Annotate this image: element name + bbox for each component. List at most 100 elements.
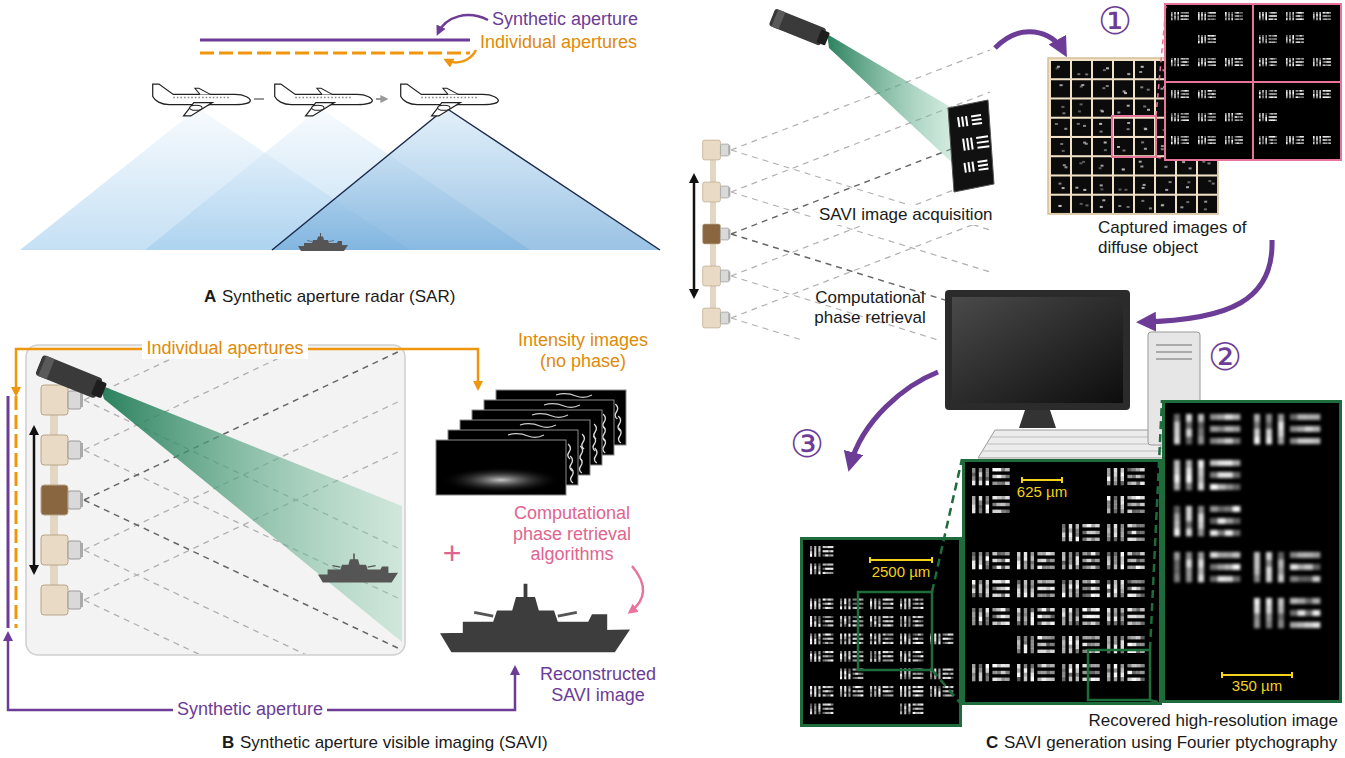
speckle-bar [1210,61,1212,63]
speckle-bar [844,671,846,674]
speckle-bar [1300,142,1302,144]
speckle-bar [979,561,982,566]
speckle-bar [1289,62,1291,64]
speckle-bar [1319,94,1321,96]
speckle-bar [1185,116,1187,118]
speckle-bar [888,690,891,692]
speckle-bar [915,686,918,688]
speckle-bar [1062,556,1065,561]
speckle-bar [972,593,975,598]
speckle-bar [1087,524,1092,527]
speckle-bar [828,634,831,636]
speckle-stroke [594,448,597,463]
speckle-bar [825,704,828,706]
speckle-bar [1319,16,1321,18]
speckle-bar [814,554,816,557]
speckle-bar [1313,16,1315,18]
speckle-bar [844,604,846,607]
speckle-bar [1259,35,1261,37]
speckle-bar [1296,142,1298,144]
grid-cell [1093,138,1112,155]
speckle-bar [1265,39,1267,41]
speckle-bar [979,500,982,505]
speckle-bar [1296,139,1298,141]
speckle-bar [1265,90,1267,92]
speckle-bar [1296,96,1298,98]
speckle-bar [1208,58,1210,60]
speckle-bar [1183,12,1185,14]
speckle-bar [900,674,902,677]
speckle-bar [814,709,816,712]
speckle-bar [1181,64,1183,66]
speckle-bar [900,704,902,707]
speckle-bar [1225,62,1227,64]
speckle-bar [915,624,918,626]
speckle-bar [1177,64,1179,66]
speckle-bar [1177,138,1179,140]
speckle-bar [1102,87,1105,89]
speckle-bar [1171,58,1173,60]
speckle-bar [1273,113,1275,115]
speckle-bar [870,659,872,662]
speckle-bar [938,689,940,692]
speckle-bar [818,571,820,574]
speckle-bar [844,676,846,679]
speckle-bar [992,566,997,569]
speckle-bar [1231,138,1233,140]
speckle-bar [1302,90,1304,92]
speckle-bar [1005,566,1010,569]
speckle-bar [908,604,910,607]
speckle-bar [825,616,828,618]
speckle-bar [1171,18,1173,20]
speckle-bar [1141,66,1144,68]
speckle-bar [1107,533,1110,538]
speckle-bar [1313,138,1315,140]
speckle-bar [878,604,880,607]
speckle-bar [918,642,921,644]
speckle-bar [1101,165,1104,167]
speckle-bar [979,468,982,473]
speckle-bar [1319,18,1321,20]
speckle-bar [934,634,936,637]
speckle-bar [1187,119,1189,121]
speckle-bar [1099,123,1102,125]
resolution-target [948,100,994,192]
speckle-bar [1212,15,1214,17]
speckle-bar [1302,64,1304,66]
speckle-bar [1050,559,1055,562]
speckle-bar [840,674,842,677]
motion-arrow [693,176,696,296]
speckle-bar [1269,116,1271,118]
speckle-bar [810,634,812,637]
speckle-bar [1076,524,1079,529]
speckle-bar [848,671,850,674]
speckle-bar [840,689,842,692]
speckle-bar [1228,113,1230,115]
speckle-bar [908,636,910,639]
speckle-bar [945,669,948,671]
speckle-bar [920,603,923,605]
speckle-bar [1231,140,1233,142]
speckle-bar [830,620,833,622]
speckle-bar [810,549,812,552]
speckle-bar [828,568,831,570]
speckle-bar [885,659,888,661]
speckle-bar [848,624,850,627]
speckle-bar [972,552,975,557]
speckle-bar [828,624,831,626]
speckle-bar [1210,116,1212,118]
leader-arrow [438,15,488,33]
speckle-bar [1329,96,1331,98]
speckle-bar [904,686,906,689]
speckle-bar [1286,39,1288,41]
speckle-bar [830,568,833,570]
grid-cell [1135,100,1154,117]
speckle-bar [920,673,923,675]
inset-ground [1165,4,1341,160]
speckle-bar [888,616,891,618]
speckle-bar [1214,90,1216,92]
speckle-bar [818,651,820,654]
speckle-bar [1136,510,1141,513]
speckle-bar [1296,35,1298,37]
speckle-bar [1262,115,1264,117]
